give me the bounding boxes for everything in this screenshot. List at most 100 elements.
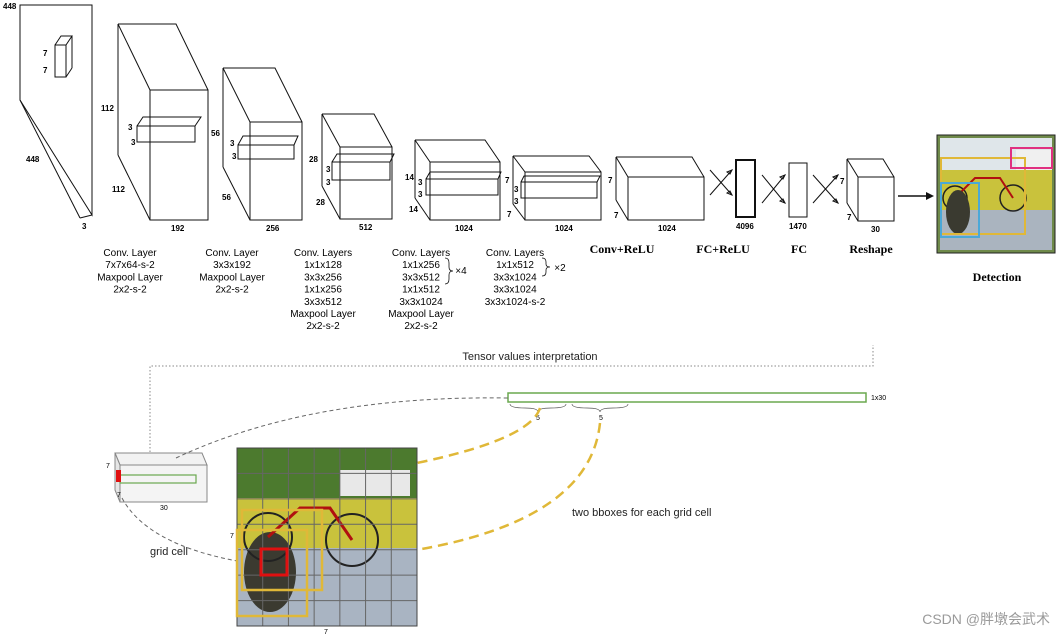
caption-line: 3x3x192	[213, 260, 251, 271]
caption-line: 2x2-s-2	[215, 285, 249, 296]
fc-vector	[788, 162, 808, 218]
conv-volume-7a	[512, 155, 602, 221]
repeat-label: ×2	[554, 263, 566, 274]
vector-connector	[175, 397, 509, 459]
caption-line: Maxpool Layer	[290, 309, 356, 320]
caption-line: 3x3x1024	[493, 272, 537, 283]
dim-label: 56	[211, 129, 220, 138]
tensor-dim: 30	[160, 505, 168, 512]
dim-label: 7	[505, 176, 510, 185]
conv-volume-56	[222, 67, 303, 221]
caption-line: 3x3x256	[304, 272, 342, 283]
dim-label: 112	[112, 185, 125, 194]
head-label-fc-relu: FC+ReLU	[696, 242, 750, 256]
dim-label: 448	[3, 2, 17, 11]
grid-image	[235, 447, 418, 627]
caption-line: 2x2-s-2	[404, 321, 438, 332]
dim-label: 1470	[789, 222, 807, 231]
dim-label: 7	[608, 176, 613, 185]
fc-relu-vector	[735, 159, 756, 218]
fc-connection	[761, 174, 787, 204]
bbox-connector	[411, 407, 542, 466]
dim-label: 7	[840, 177, 845, 186]
dim-label: 7	[507, 210, 512, 219]
dim-label: 28	[309, 155, 318, 164]
dim-label: 7	[614, 211, 619, 220]
conv-volume-28	[321, 113, 395, 220]
caption-line: Maxpool Layer	[199, 272, 265, 283]
caption-line: Conv. Layers	[294, 248, 352, 259]
dim-label: 14	[405, 173, 414, 182]
caption-line: Conv. Layer	[205, 248, 259, 259]
kernel-label: 7	[43, 49, 48, 58]
vector-label: 1x30	[871, 395, 886, 402]
kernel-label: 3	[514, 185, 519, 194]
conv-volume-112	[117, 23, 209, 221]
caption-line: 3x3x512	[402, 272, 440, 283]
caption-line: 2x2-s-2	[113, 285, 147, 296]
caption-line: 3x3x1024	[399, 297, 443, 308]
caption-line: 3x3x512	[304, 297, 342, 308]
bbox-yellow	[240, 508, 324, 592]
arrow-head-icon	[926, 192, 934, 200]
detection-label: Detection	[973, 270, 1022, 284]
bracket-label: 5	[599, 415, 603, 422]
dim-label: 3	[82, 222, 87, 231]
bracket	[571, 403, 629, 413]
tensor-dim: 7	[106, 463, 110, 470]
tensor-vector	[507, 392, 867, 403]
caption-line: 1x1x256	[402, 260, 440, 271]
caption-line: 1x1x256	[304, 285, 342, 296]
fc-connection	[812, 174, 840, 204]
reshape-volume	[846, 158, 895, 222]
repeat-brace	[444, 257, 454, 285]
caption-line: 7x7x64-s-2	[105, 260, 155, 271]
kernel-label: 7	[43, 66, 48, 75]
dim-label: 448	[26, 155, 40, 164]
kernel-label: 3	[232, 152, 237, 161]
dim-label: 56	[222, 193, 231, 202]
kernel-label: 3	[326, 165, 331, 174]
repeat-label: ×4	[455, 266, 467, 277]
watermark: CSDN @胖墩会武术	[922, 611, 1050, 627]
dim-label: 28	[316, 198, 325, 207]
repeat-brace	[541, 257, 551, 277]
grid-dim: 7	[324, 629, 328, 636]
bbox-car	[1010, 147, 1053, 169]
head-label-fc: FC	[791, 242, 807, 256]
conv-relu-volume	[615, 156, 705, 221]
caption-line: 1x1x512	[496, 260, 534, 271]
bbox-dog	[940, 182, 980, 238]
tensor-title: Tensor values interpretation	[462, 351, 597, 363]
caption-line: 3x3x1024	[493, 285, 537, 296]
dim-label: 192	[171, 224, 185, 233]
caption-line: Maxpool Layer	[388, 309, 454, 320]
grid-dim: 7	[230, 533, 234, 540]
head-label-reshape: Reshape	[849, 242, 893, 256]
grid-cell-label: grid cell	[150, 546, 188, 558]
input-volume	[19, 4, 93, 219]
caption-line: Conv. Layers	[486, 248, 544, 259]
dim-label: 512	[359, 223, 373, 232]
bbox-yellow	[235, 528, 309, 618]
grid-cell-highlight	[259, 547, 289, 577]
dim-label: 30	[871, 225, 880, 234]
interpretation-dotted-frame	[149, 345, 874, 466]
dim-label: 1024	[658, 224, 676, 233]
dim-label: 1024	[455, 224, 473, 233]
dim-label: 7	[847, 213, 852, 222]
dim-label: 112	[101, 104, 114, 113]
fc-connection	[709, 169, 734, 196]
conv-volume-14	[414, 139, 502, 221]
caption-line: Maxpool Layer	[97, 272, 163, 283]
bbox-text: two bboxes for each grid cell	[572, 507, 711, 519]
tensor-dim: 7	[117, 492, 121, 499]
kernel-label: 3	[514, 197, 519, 206]
caption-line: 1x1x512	[402, 285, 440, 296]
output-tensor-box	[114, 452, 208, 503]
kernel-label: 3	[418, 178, 423, 187]
kernel-label: 3	[326, 178, 331, 187]
bracket-label: 5	[536, 415, 540, 422]
